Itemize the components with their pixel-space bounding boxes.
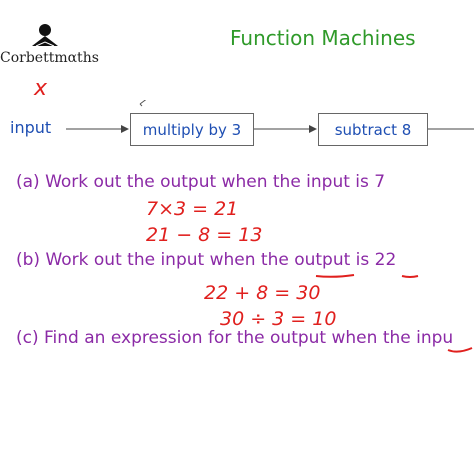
- function-box-multiply: multiply by 3: [130, 113, 254, 146]
- working-a-line2: 21 − 8 = 13: [146, 224, 263, 246]
- underline-marks: [315, 274, 419, 278]
- function-box-subtract: subtract 8: [318, 113, 428, 146]
- question-a: (a) Work out the output when the input i…: [16, 172, 386, 192]
- question-c: (c) Find an expression for the output wh…: [16, 328, 454, 348]
- page-title: Function Machines: [230, 26, 416, 50]
- function-machine-diagram: [66, 100, 474, 133]
- underline-input-mark: [447, 347, 473, 353]
- pen-cursor-icon: [139, 100, 147, 107]
- handwritten-x-mark: x: [34, 76, 48, 101]
- logo-text: Corbettmαths: [0, 50, 99, 66]
- working-b-line2: 30 ÷ 3 = 10: [220, 308, 337, 330]
- question-b: (b) Work out the input when the output i…: [16, 250, 397, 270]
- working-b-line1: 22 + 8 = 30: [204, 282, 321, 304]
- working-a-line1: 7×3 = 21: [146, 198, 239, 220]
- corbettmaths-logo-icon: [32, 24, 58, 47]
- input-label: input: [10, 118, 52, 137]
